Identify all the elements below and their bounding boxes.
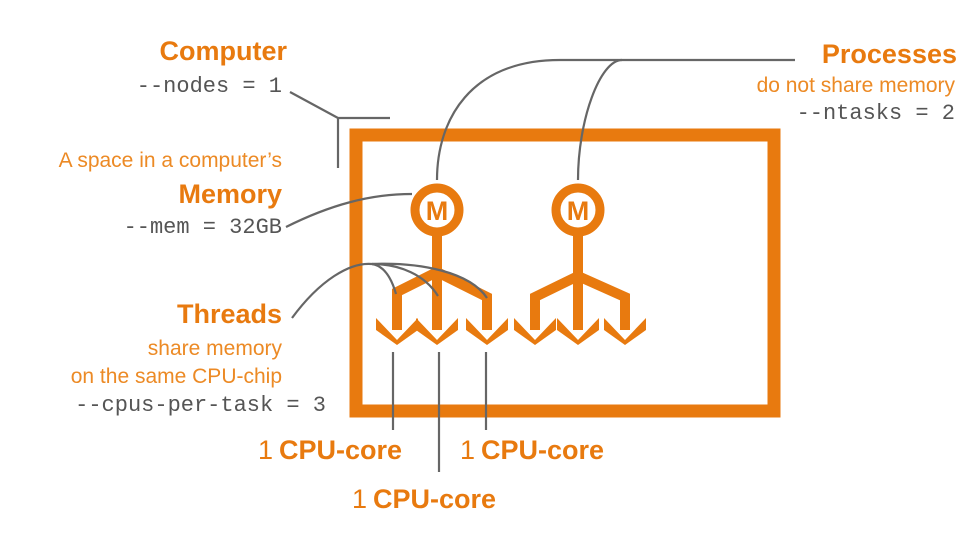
memory-subtitle: A space in a computer’s [58, 149, 282, 172]
ntasks-option: --ntasks = 2 [796, 101, 955, 126]
thread-arrowheads [376, 318, 508, 345]
cpu-core-text: CPU-core [373, 484, 497, 514]
threads-subtitle-line1: share memory [147, 337, 282, 360]
threads-subtitle-line2: on the same CPU-chip [70, 365, 282, 388]
thread-fork-icon [392, 236, 492, 330]
computer-node-box [349, 128, 781, 418]
cpu-core-count: 1 [352, 484, 368, 514]
cpu-core-count: 1 [460, 435, 476, 465]
processes-title: Processes [821, 39, 957, 69]
thread-arrow-icon [557, 318, 599, 345]
thread-arrow-icon [376, 318, 418, 345]
cpu-core-text: CPU-core [481, 435, 605, 465]
process-1: M [376, 183, 508, 345]
thread-arrow-icon [514, 318, 556, 345]
cpu-core-connectors [391, 352, 488, 472]
cpu-core-text: CPU-core [279, 435, 403, 465]
cpu-core-count: 1 [258, 435, 274, 465]
threads-connector [291, 262, 488, 319]
computer-connector [289, 91, 390, 168]
memory-icon: M [410, 183, 464, 237]
nodes-option: --nodes = 1 [136, 74, 282, 99]
thread-arrow-icon [416, 318, 458, 345]
thread-fork-icon [530, 236, 630, 330]
thread-arrow-icon [604, 318, 646, 345]
process-2: M [514, 183, 646, 345]
thread-arrowheads [514, 318, 646, 345]
memory-icon: M [551, 183, 605, 237]
memory-icon-letter: M [567, 196, 590, 226]
memory-icon-letter: M [426, 196, 449, 226]
processes-connector [435, 58, 795, 181]
thread-arrow-icon [466, 318, 508, 345]
memory-connector [285, 192, 413, 228]
threads-title: Threads [176, 299, 282, 329]
mem-option: --mem = 32GB [123, 215, 282, 240]
memory-title: Memory [178, 179, 282, 209]
cpus-per-task-option: --cpus-per-task = 3 [75, 393, 326, 418]
computer-title: Computer [159, 36, 288, 66]
processes-subtitle: do not share memory [756, 74, 955, 97]
